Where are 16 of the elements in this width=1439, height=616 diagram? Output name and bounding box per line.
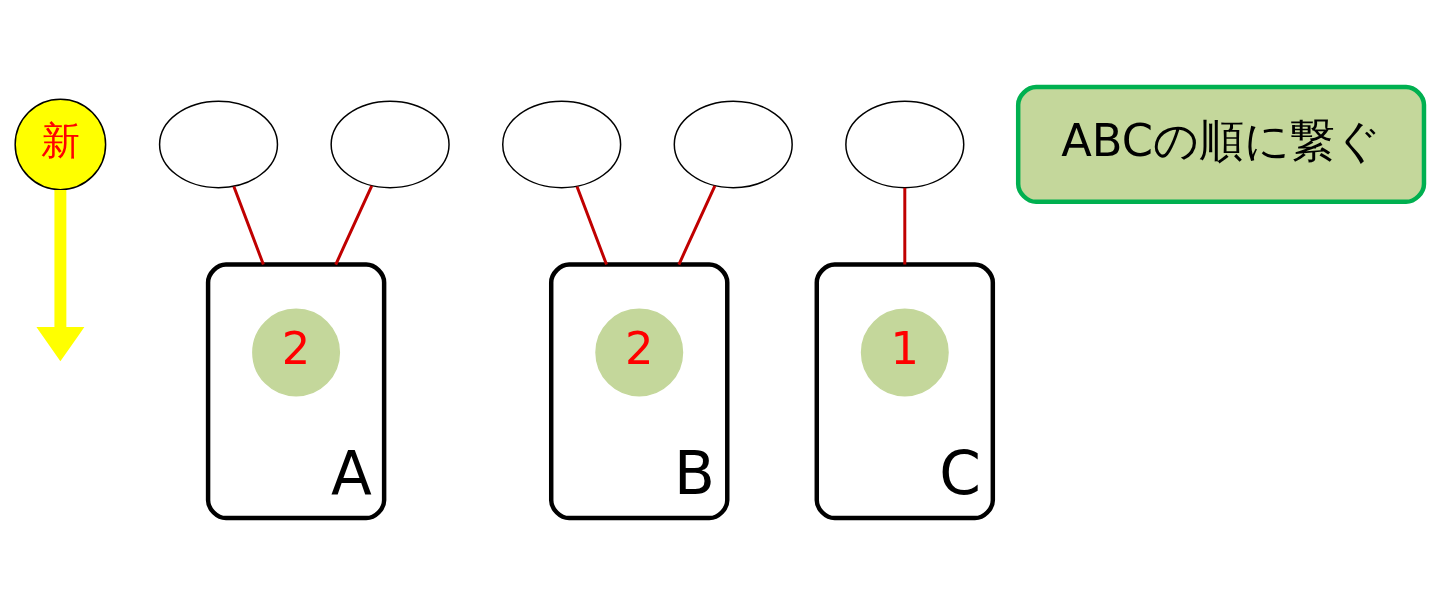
node-circle xyxy=(845,99,965,188)
connector xyxy=(903,187,907,264)
node-circle xyxy=(330,99,450,188)
connector xyxy=(334,184,374,265)
node-circle: 新 xyxy=(14,97,107,190)
node-circle: 2 xyxy=(252,308,341,396)
node-circle xyxy=(158,99,279,188)
node-circle: 2 xyxy=(595,308,684,396)
node-circle: 1 xyxy=(860,308,949,396)
node-circle xyxy=(502,99,622,188)
connector xyxy=(575,185,608,265)
node-box: ABCの順に繋ぐ xyxy=(1015,84,1427,204)
connector xyxy=(677,184,717,265)
node-circle xyxy=(673,99,793,188)
arrow xyxy=(36,189,85,361)
connector xyxy=(232,185,265,265)
